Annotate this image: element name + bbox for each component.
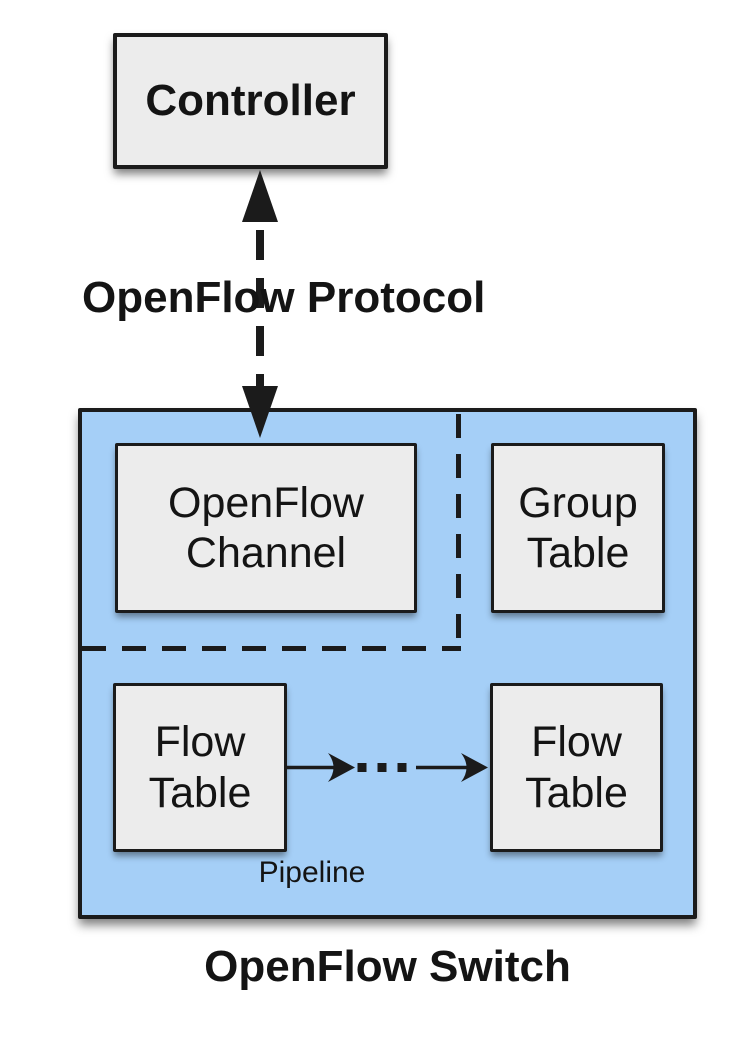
openflow-channel-box: OpenFlow Channel <box>115 443 417 613</box>
ellipsis-dot <box>397 763 407 772</box>
flow-table-right-box: Flow Table <box>490 683 663 852</box>
controller-label: Controller <box>145 76 356 126</box>
protocol-arrow-down-head-icon <box>242 386 278 438</box>
pipeline-flow-arrow-icon <box>285 753 488 782</box>
openflow-protocol-label: OpenFlow Protocol <box>82 273 486 322</box>
flow-arrow-right-head-icon <box>461 753 488 782</box>
openflow-protocol-arrow-icon <box>242 170 278 438</box>
openflow-switch-title: OpenFlow Switch <box>204 942 571 991</box>
flow-table-left-label: Flow Table <box>148 718 252 817</box>
group-table-box: Group Table <box>491 443 665 613</box>
openflow-channel-label: OpenFlow Channel <box>168 478 364 577</box>
pipeline-label: Pipeline <box>258 856 366 889</box>
dashed-divider-lines <box>82 414 461 651</box>
group-table-label: Group Table <box>518 478 638 577</box>
ellipsis-dot <box>377 763 387 772</box>
openflow-switch-box: OpenFlow Channel Group Table Flow Table … <box>78 408 697 919</box>
flow-table-right-label: Flow Table <box>525 718 628 817</box>
flow-table-left-box: Flow Table <box>113 683 287 852</box>
ellipsis-dot <box>357 763 367 772</box>
flow-arrow-left-head-icon <box>328 753 355 782</box>
protocol-arrow-up-head-icon <box>242 170 278 222</box>
controller-box: Controller <box>113 33 388 169</box>
